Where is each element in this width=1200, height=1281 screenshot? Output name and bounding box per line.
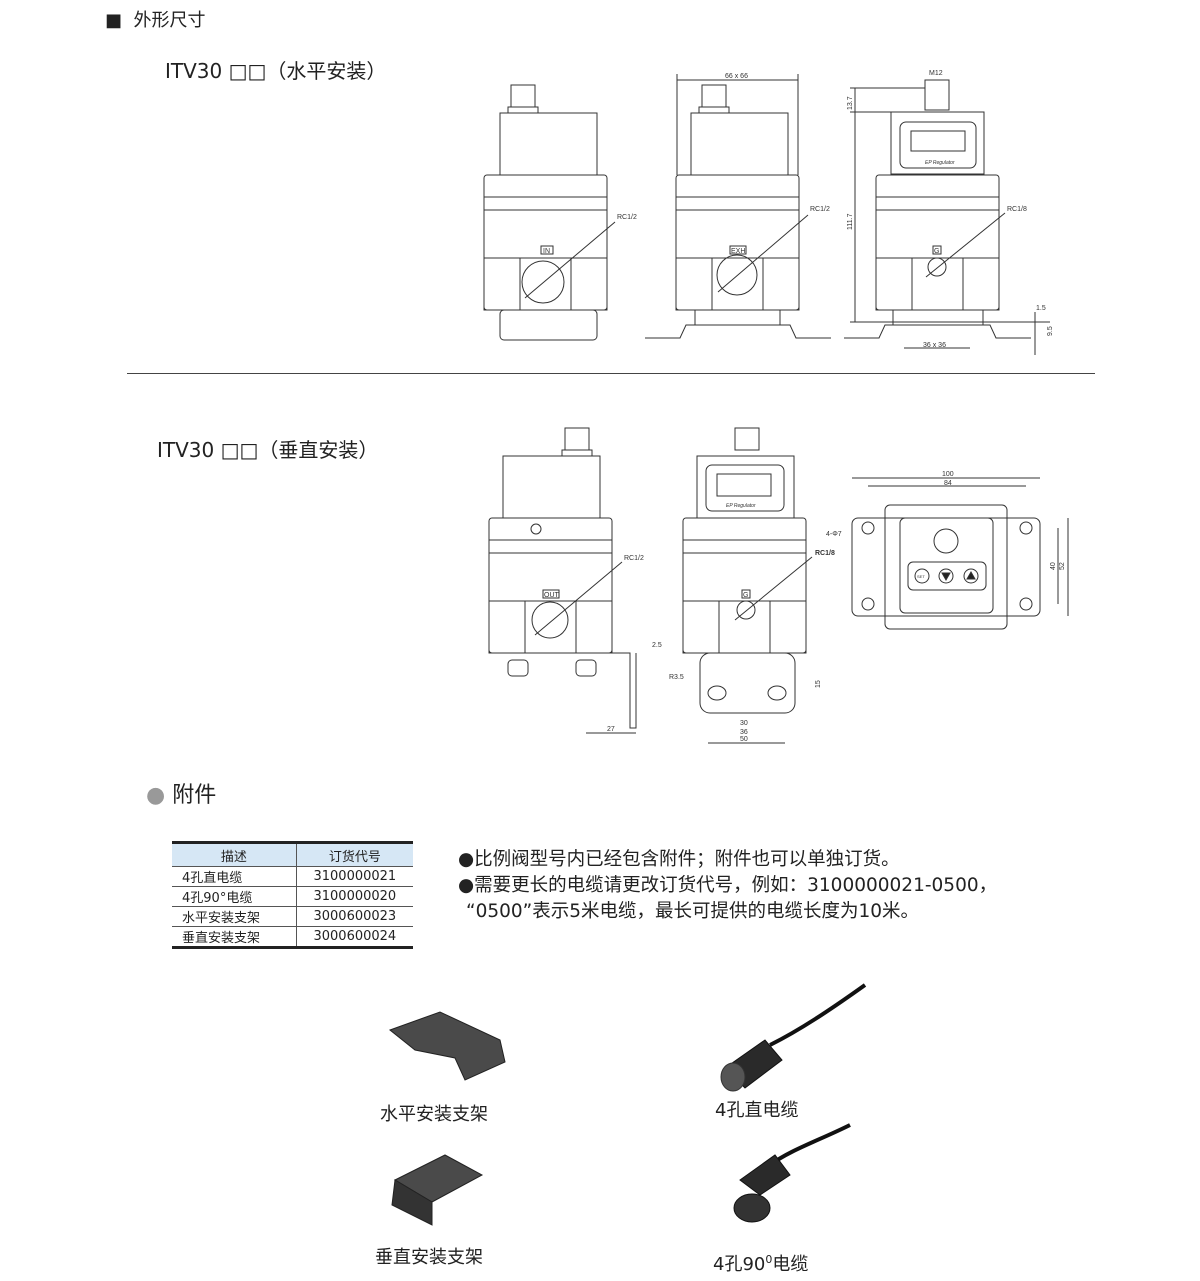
svg-text:50: 50: [740, 736, 748, 743]
vertical-title: ITV30 □□（垂直安装）: [157, 438, 379, 462]
v-bracket-label: 垂直安装支架: [375, 1247, 483, 1268]
horizontal-title: ITV30 □□（水平安装）: [165, 59, 387, 83]
svg-text:15: 15: [815, 680, 822, 688]
drawing-h-side: IN RC1/2: [483, 84, 637, 341]
drawing-v-side: OUT RC1/2 27 2.5: [488, 427, 662, 734]
svg-text:RC1/8: RC1/8: [1007, 206, 1027, 213]
v-bracket-photo: [391, 1154, 484, 1226]
svg-text:EP Regulator: EP Regulator: [925, 160, 955, 166]
accessories-heading: ● 附件: [146, 783, 217, 808]
svg-text:RC1/2: RC1/2: [617, 214, 637, 221]
svg-text:RC1/2: RC1/2: [810, 206, 830, 213]
svg-text:13.7: 13.7: [847, 96, 854, 110]
header-description: 描述: [172, 842, 297, 867]
svg-text:66 x 66: 66 x 66: [725, 73, 748, 80]
svg-text:M12: M12: [929, 70, 943, 77]
svg-text:30: 30: [740, 720, 748, 727]
svg-text:G: G: [743, 592, 748, 599]
cell-code: 3000600023: [295, 906, 413, 927]
drawing-v-top: SET 100 84 4-Φ7 40 52: [826, 471, 1069, 630]
square-bullet-icon: ■: [105, 10, 123, 31]
note-1: ●比例阀型号内已经包含附件；附件也可以单独订货。: [458, 849, 900, 870]
svg-text:SET: SET: [917, 574, 925, 579]
svg-text:100: 100: [942, 471, 954, 478]
cell-description: 4孔90°电缆: [172, 886, 297, 907]
svg-text:EXH: EXH: [731, 248, 745, 255]
drawing-v-front: EP Regulator G RC1/8 50 36 30 R3.5 15: [669, 427, 835, 744]
straight-cable-photo: [720, 983, 867, 1092]
note-3: “0500”表示5米电缆，最长可提供的电缆长度为10米。: [466, 901, 920, 922]
note-2: ●需要更长的电缆请更改订货代号，例如：3100000021-0500，: [458, 875, 998, 896]
cell-code: 3100000021: [295, 866, 413, 887]
h-bracket-label: 水平安装支架: [380, 1104, 488, 1125]
section-heading: ■ 外形尺寸: [105, 10, 206, 31]
header-order-code: 订货代号: [295, 842, 413, 867]
svg-text:RC1/2: RC1/2: [624, 555, 644, 562]
svg-text:27: 27: [607, 726, 615, 733]
svg-text:RC1/8: RC1/8: [815, 550, 835, 557]
angle-cable-label: 4孔900电缆: [713, 1253, 809, 1275]
cell-description: 垂直安装支架: [172, 926, 297, 948]
cell-description: 4孔直电缆: [172, 866, 297, 887]
svg-text:1.5: 1.5: [1036, 305, 1046, 312]
cell-code: 3100000020: [295, 886, 413, 907]
svg-text:36 x 36: 36 x 36: [923, 342, 946, 349]
svg-text:52: 52: [1059, 562, 1066, 570]
svg-text:84: 84: [944, 480, 952, 487]
drawing-h-front: EXH RC1/2 66 x 66: [645, 73, 831, 339]
svg-text:OUT: OUT: [544, 592, 560, 599]
svg-text:111.7: 111.7: [847, 213, 854, 230]
h-bracket-photo: [388, 1011, 506, 1081]
drawing-h-display: EP Regulator G RC1/8 M12 13.7 111.7 36 x…: [844, 70, 1054, 355]
straight-cable-label: 4孔直电缆: [715, 1100, 799, 1121]
table-header-row: 描述 订货代号: [172, 842, 413, 867]
svg-text:IN: IN: [543, 248, 550, 255]
angle-cable-photo: [733, 1123, 851, 1223]
svg-text:G: G: [934, 248, 939, 255]
divider: [127, 373, 1095, 374]
cell-code: 3000600024: [295, 926, 413, 948]
svg-text:4-Φ7: 4-Φ7: [826, 531, 842, 538]
svg-text:R3.5: R3.5: [669, 674, 684, 681]
svg-text:40: 40: [1050, 562, 1057, 570]
svg-text:9.5: 9.5: [1047, 326, 1054, 336]
dot-bullet-icon: ●: [146, 783, 166, 808]
svg-text:36: 36: [740, 729, 748, 736]
svg-text:2.5: 2.5: [652, 642, 662, 649]
svg-text:EP Regulator: EP Regulator: [726, 503, 756, 509]
cell-description: 水平安装支架: [172, 906, 297, 927]
